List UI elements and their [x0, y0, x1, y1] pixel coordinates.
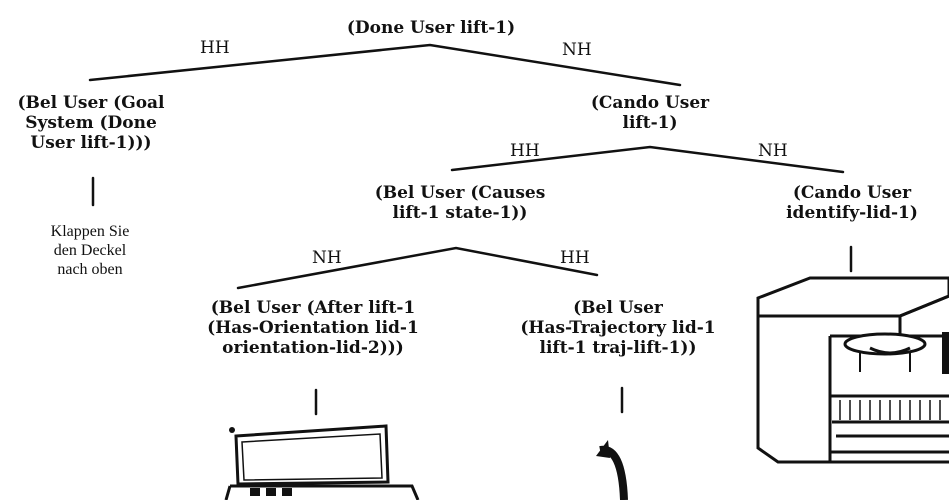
edge-causes: [236, 246, 599, 290]
node-bel-trajectory: (Bel User (Has-Trajectory lid-1 lift-1 t…: [520, 298, 716, 358]
edge-label-causes-left: NH: [312, 248, 342, 268]
node-bel-goal: (Bel User (Goal System (Done User lift-1…: [17, 93, 165, 153]
node-cando-lift: (Cando User lift-1): [590, 93, 710, 133]
leaf-instruction-text: Klappen Sie den Deckel nach oben: [50, 223, 130, 278]
edge-label-cando-left: HH: [510, 141, 540, 161]
node-bel-after: (Bel User (After lift-1 (Has-Orientation…: [207, 298, 419, 358]
node-root: (Done User lift-1): [346, 18, 516, 38]
edge-cando: [450, 145, 845, 174]
node-bel-causes: (Bel User (Causes lift-1 state-1)): [374, 183, 546, 223]
edge-label-root-right: NH: [562, 40, 592, 60]
laptop-device-icon: [224, 424, 420, 500]
edge-label-causes-right: HH: [560, 248, 590, 268]
coffee-machine-icon: [756, 276, 949, 464]
node-cando-identify: (Cando User identify-lid-1): [786, 183, 918, 223]
edge-label-cando-right: NH: [758, 141, 788, 161]
edge-label-root-left: HH: [200, 38, 230, 58]
trajectory-arrow-icon: [596, 440, 628, 500]
edge-root: [88, 43, 682, 87]
